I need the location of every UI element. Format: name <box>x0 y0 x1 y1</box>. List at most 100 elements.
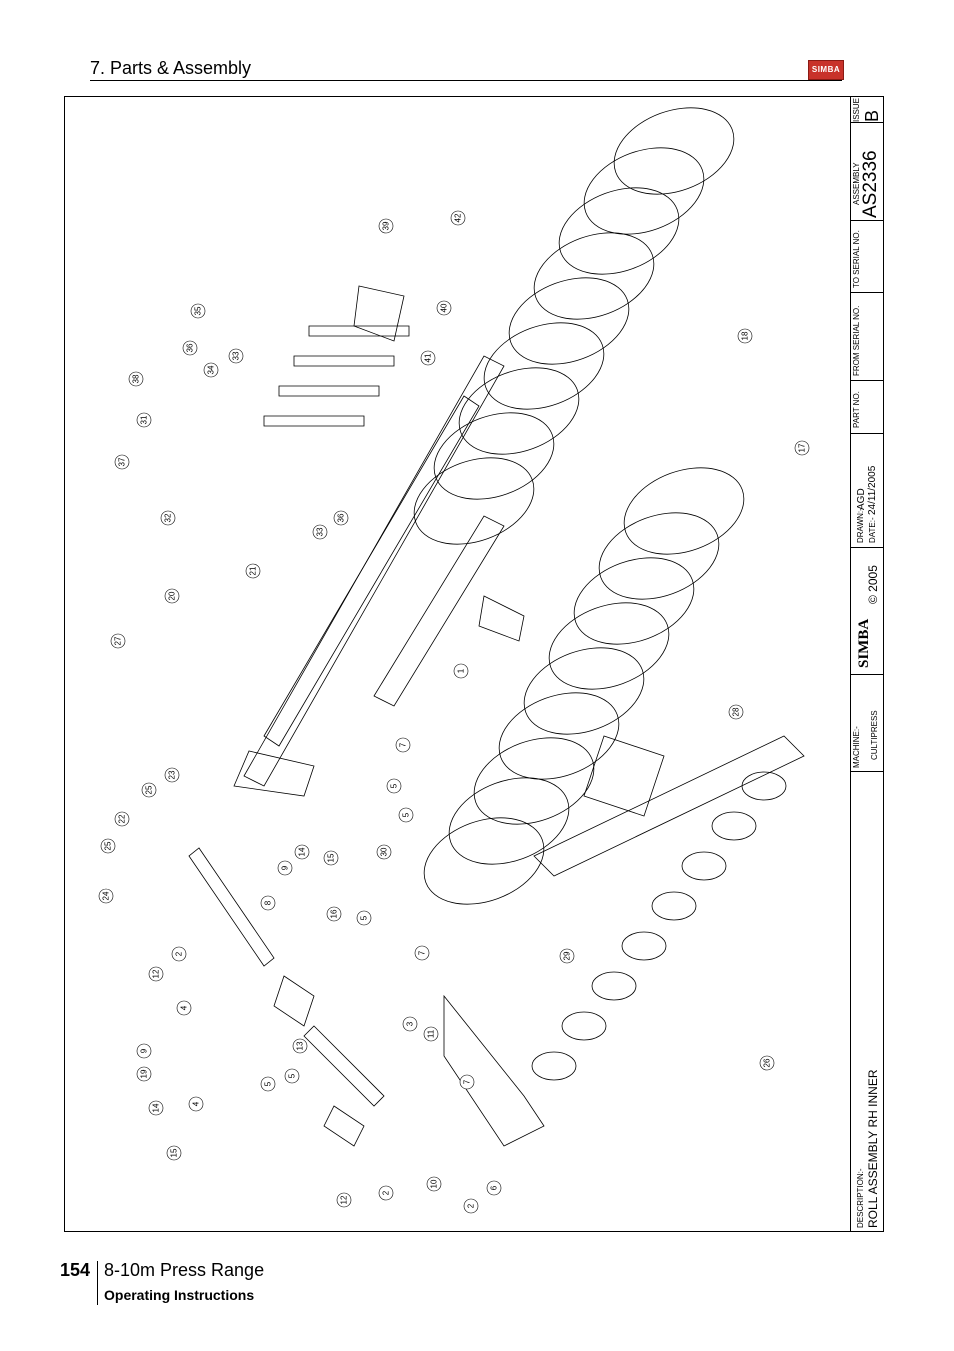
callout-balloon <box>100 838 116 854</box>
callout-balloon <box>463 1198 479 1214</box>
crumbler-assembly <box>443 735 805 1147</box>
from-serial-label: FROM SERIAL NO. <box>852 305 861 376</box>
description-value: ROLL ASSEMBLY RH INNER <box>866 1069 880 1229</box>
callout-number: 9 <box>281 865 290 870</box>
main-frame <box>233 355 525 797</box>
callout-number: 12 <box>152 969 161 978</box>
callout-number: 4 <box>180 1005 189 1010</box>
callout-balloon <box>114 811 130 827</box>
callout-number: 28 <box>732 707 741 716</box>
footer-range-title: 8-10m Press Range <box>104 1260 265 1280</box>
title-block-divider <box>850 292 884 293</box>
callout-number: 22 <box>118 814 127 823</box>
callout-balloon <box>486 1180 502 1196</box>
callout-balloon <box>459 1074 475 1090</box>
callout-balloon <box>420 350 436 366</box>
callout-balloon <box>284 1068 300 1084</box>
callout-balloon <box>98 888 114 904</box>
callout-number: 26 <box>763 1058 772 1067</box>
callout-number: 14 <box>152 1103 161 1112</box>
callout-balloon <box>336 1192 352 1208</box>
simba-brand: SIMBA <box>856 618 872 668</box>
callout-number: 15 <box>170 1148 179 1157</box>
lower-disc-roll <box>423 467 745 905</box>
callout-balloon <box>453 663 469 679</box>
drawn-value: AGD <box>856 488 867 510</box>
callout-balloon <box>136 1066 152 1082</box>
callout-number: 12 <box>340 1195 349 1204</box>
callout-balloon <box>423 1026 439 1042</box>
title-block-divider <box>850 674 884 675</box>
callout-number: 25 <box>104 841 113 850</box>
callout-number: 2 <box>382 1190 391 1195</box>
callout-number: 5 <box>390 783 399 788</box>
drawing-frame <box>64 96 884 1232</box>
drawn-label: DRAWN:- <box>856 508 865 543</box>
simba-logo: SIMBA <box>808 60 844 80</box>
date-label: DATE:- <box>868 517 877 543</box>
callout-number: 15 <box>327 853 336 862</box>
issue-label: ISSUE <box>852 97 861 122</box>
callout-balloon <box>398 807 414 823</box>
title-block-divider <box>850 220 884 221</box>
callout-balloon <box>402 1016 418 1032</box>
callout-number: 5 <box>288 1073 297 1078</box>
section-title: 7. Parts & Assembly <box>90 58 252 78</box>
callout-number: 11 <box>427 1029 436 1038</box>
callout-number: 14 <box>298 847 307 856</box>
callout-balloon <box>166 1145 182 1161</box>
callout-number: 42 <box>454 213 463 222</box>
callout-number: 33 <box>232 351 241 360</box>
callout-number: 17 <box>798 443 807 452</box>
callout-number: 38 <box>132 374 141 383</box>
callout-number: 35 <box>194 306 203 315</box>
callout-number: 2 <box>175 951 184 956</box>
callout-number: 37 <box>118 457 127 466</box>
callout-number: 20 <box>168 591 177 600</box>
callout-number: 3 <box>406 1021 415 1026</box>
machine-value: CULTIPRESS <box>870 710 879 760</box>
copyright: © 2005 <box>866 565 880 604</box>
callout-number: 4 <box>192 1101 201 1106</box>
scraper-brackets <box>263 285 410 427</box>
machine-label: MACHINE:- <box>852 726 861 768</box>
callout-balloon <box>759 1055 775 1071</box>
callout-number: 13 <box>296 1041 305 1050</box>
callout-number: 36 <box>186 343 195 352</box>
callout-number: 34 <box>207 365 216 374</box>
title-block-divider <box>850 547 884 548</box>
callout-number: 23 <box>168 770 177 779</box>
callout-number: 21 <box>249 566 258 575</box>
callout-number: 7 <box>418 950 427 955</box>
upper-disc-roll <box>413 107 735 545</box>
callout-balloon <box>378 1185 394 1201</box>
callout-balloon <box>141 782 157 798</box>
callout-balloon <box>323 850 339 866</box>
callout-balloon <box>386 778 402 794</box>
callout-number: 41 <box>424 353 433 362</box>
callout-balloon <box>333 510 349 526</box>
callout-balloon <box>395 737 411 753</box>
callout-number: 27 <box>114 636 123 645</box>
callout-balloon <box>182 340 198 356</box>
callout-balloon <box>260 895 276 911</box>
callout-number: 18 <box>741 331 750 340</box>
callout-balloon <box>190 303 206 319</box>
callout-balloon <box>148 966 164 982</box>
callout-number: 2 <box>467 1203 476 1208</box>
callout-number: 32 <box>164 513 173 522</box>
callout-number: 1 <box>457 668 466 673</box>
header-rule <box>90 80 842 81</box>
linkage-arms <box>188 847 385 1147</box>
assembly-value: AS2336 <box>860 150 881 218</box>
callout-number: 39 <box>382 221 391 230</box>
callout-balloon <box>203 362 219 378</box>
callout-balloon <box>114 454 130 470</box>
callout-balloon <box>436 300 452 316</box>
callout-number: 5 <box>360 915 369 920</box>
callout-balloon <box>450 210 466 226</box>
callout-number: 33 <box>316 527 325 536</box>
callout-balloon <box>326 906 342 922</box>
